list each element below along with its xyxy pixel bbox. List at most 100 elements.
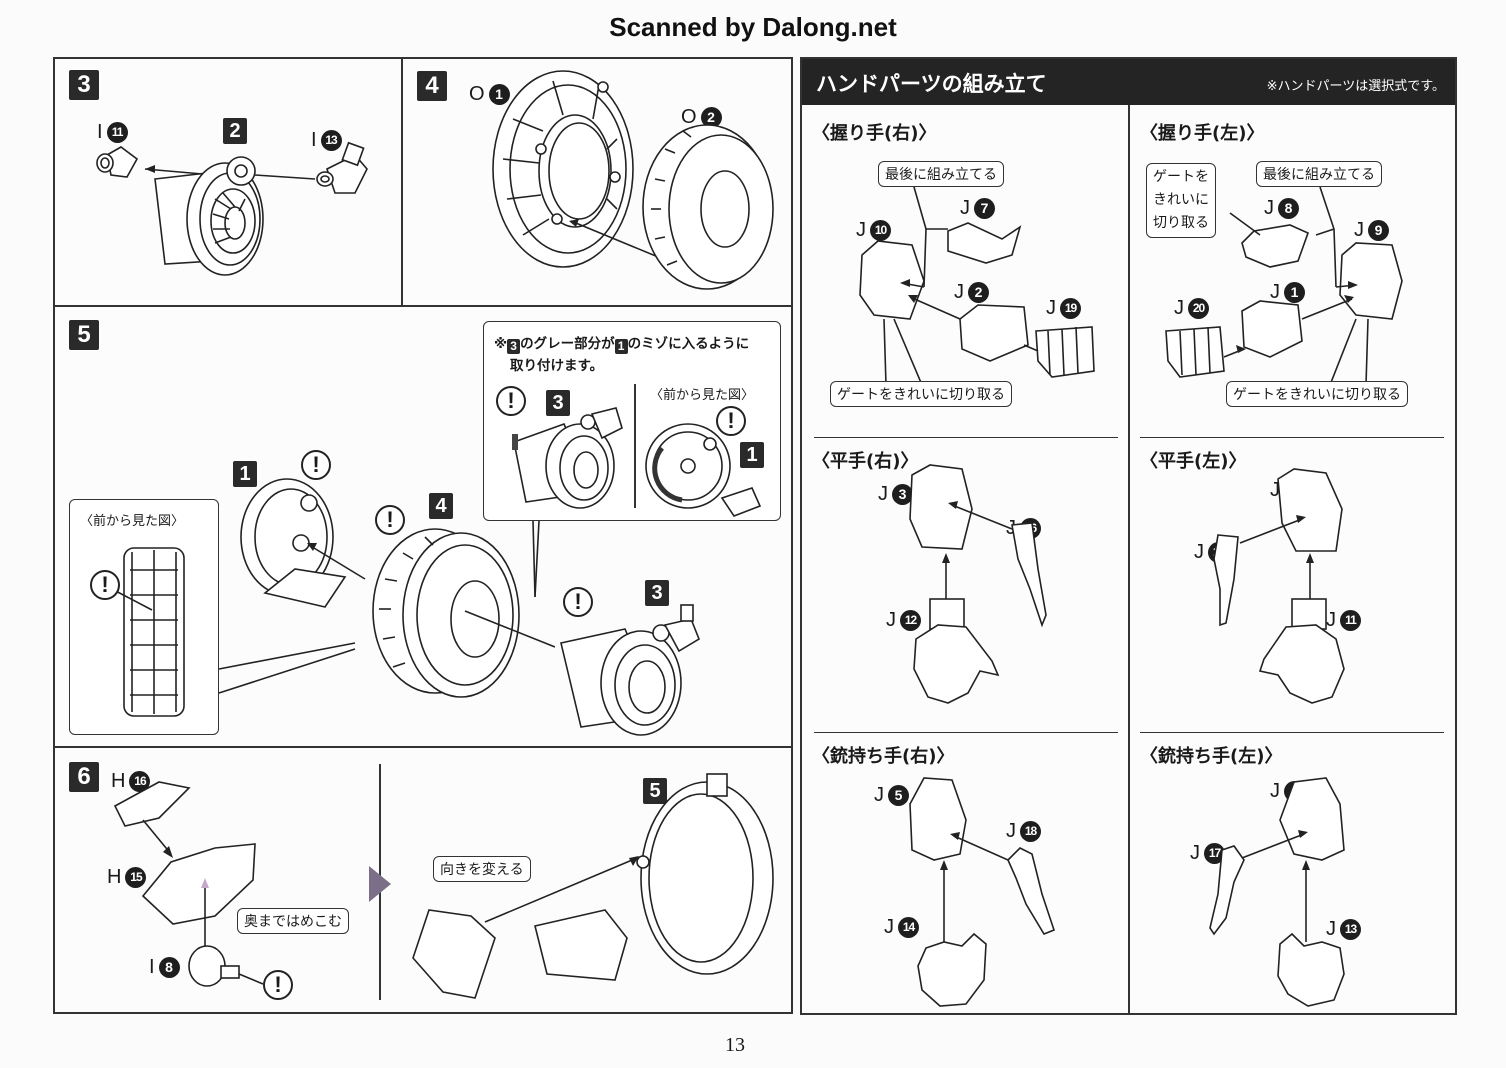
part-i11-drawing xyxy=(96,146,139,178)
note-subassembly-1: 1 xyxy=(740,442,764,468)
part-ref-h16: H 16 xyxy=(111,770,151,793)
part-ref-i8: I 8 xyxy=(149,956,180,979)
warning-icon: ! xyxy=(90,570,120,600)
hand-section-flat-left: 〈平手(左)〉 J4 J15 J11 xyxy=(1130,439,1456,731)
callout-cut-gate: ゲートをきれいに切り取る xyxy=(1226,381,1408,407)
part-letter: O xyxy=(681,106,697,128)
callout-assemble-last: 最後に組み立てる xyxy=(1256,161,1382,187)
section-title: 〈銃持ち手(右)〉 xyxy=(812,746,955,767)
part-ref-i11: I 11 xyxy=(97,121,128,144)
grip-right-drawing xyxy=(859,186,1095,386)
hand-section-flat-right: 〈平手(右)〉 J3 J16 J12 xyxy=(802,439,1128,731)
part-number-badge: 1 xyxy=(1284,282,1305,303)
part-letter: I xyxy=(97,121,103,143)
tire-front-view-inset: 〈前から見た図〉 ! xyxy=(69,499,219,735)
part-number-badge: 9 xyxy=(1368,220,1389,241)
section-title: 〈銃持ち手(左)〉 xyxy=(1140,746,1283,767)
part-number-badge: 7 xyxy=(974,198,995,219)
warning-icon: ! xyxy=(563,587,593,617)
part-number-badge: 13 xyxy=(1340,919,1361,940)
part-ref-o1: O 1 xyxy=(469,83,510,106)
callout-press-fully: 奥まではめこむ xyxy=(237,908,349,934)
part-letter: H xyxy=(107,866,122,888)
hand-row-divider-2 xyxy=(814,732,1118,733)
thruster-assembly-drawing xyxy=(154,156,264,276)
hand-parts-note: ※ハンドパーツは選択式です。 xyxy=(1266,79,1445,94)
gun-right-drawing xyxy=(909,777,1055,1007)
step-5-number: 5 xyxy=(69,320,99,350)
section-title: 〈握り手(左)〉 xyxy=(1140,123,1265,144)
step-4-panel: 4 O 1 O 2 xyxy=(401,57,793,307)
hand-parts-title: ハンドパーツの組み立て xyxy=(816,72,1047,96)
gun-left-drawing xyxy=(1209,777,1345,1007)
note-pointer xyxy=(532,520,540,598)
warning-icon: ! xyxy=(716,406,746,436)
subassembly-5-badge: 5 xyxy=(643,778,667,804)
note-subassembly-3: 3 xyxy=(546,390,570,416)
part-ref-o2: O 2 xyxy=(681,106,722,129)
part-letter: O xyxy=(469,83,485,105)
subassembly-3-badge: 3 xyxy=(645,580,669,606)
part-number-badge: 11 xyxy=(1340,610,1361,631)
note-ref-1: 1 xyxy=(614,339,628,354)
note-text-line2: 取り付けます。 xyxy=(510,358,604,374)
part-letter: I xyxy=(311,129,317,151)
note-hub-front-drawing xyxy=(645,423,762,517)
section-title: 〈握り手(右)〉 xyxy=(812,123,937,144)
part-number-badge: 14 xyxy=(898,917,919,938)
callout-cut-gate: ゲートをきれいに切り取る xyxy=(830,381,1012,407)
subassembly-1-badge: 1 xyxy=(233,461,257,487)
part-ref-h15: H 15 xyxy=(107,866,147,889)
front-view-label: 〈前から見た図〉 xyxy=(80,514,185,529)
part-number-badge: 1 xyxy=(488,84,510,105)
part-number-badge: 17 xyxy=(1204,843,1225,864)
part-number-badge: 13 xyxy=(320,130,342,151)
part-letter: I xyxy=(149,956,155,978)
tire-tread-drawing xyxy=(109,547,185,717)
callout-cut-gate-small: ゲートを きれいに 切り取る xyxy=(1146,163,1216,238)
part-number-badge: 20 xyxy=(1188,298,1209,319)
hand-parts-center-divider xyxy=(1128,105,1130,1013)
section-title: 〈平手(左)〉 xyxy=(1140,451,1247,472)
part-number-badge: 2 xyxy=(700,107,722,128)
flat-right-drawing xyxy=(909,464,1047,704)
part-letter: H xyxy=(111,770,126,792)
step-6-left-illustration xyxy=(113,781,264,987)
note-thruster-drawing xyxy=(512,407,623,509)
hand-section-gun-left: 〈銃持ち手(左)〉 J6 J17 J13 xyxy=(1130,734,1456,1014)
watermark-text: Scanned by Dalong.net xyxy=(609,12,897,42)
step-3-panel: 3 I 11 2 I 13 xyxy=(53,57,403,307)
section-title: 〈平手(右)〉 xyxy=(812,451,919,472)
part-ref-i13: I 13 xyxy=(311,129,342,152)
grip-left-drawing xyxy=(1165,186,1403,386)
tire-4-drawing xyxy=(372,528,555,698)
part-number-badge: 11 xyxy=(106,122,128,143)
hand-parts-panel: ハンドパーツの組み立て ※ハンドパーツは選択式です。 〈握り手(右)〉 最後に組… xyxy=(800,57,1457,1015)
flat-left-drawing xyxy=(1213,468,1345,704)
step-5-panel: 5 〈前から見た図〉 ! 1 ! 4 ! xyxy=(53,305,793,748)
page-number: 13 xyxy=(725,1034,745,1056)
subassembly-2-badge: 2 xyxy=(223,118,247,144)
step-6-number: 6 xyxy=(69,762,99,792)
note-divider xyxy=(634,384,636,508)
part-number-badge: 16 xyxy=(129,771,151,792)
part-number-badge: 10 xyxy=(870,220,891,241)
callout-assemble-last: 最後に組み立てる xyxy=(878,161,1004,187)
